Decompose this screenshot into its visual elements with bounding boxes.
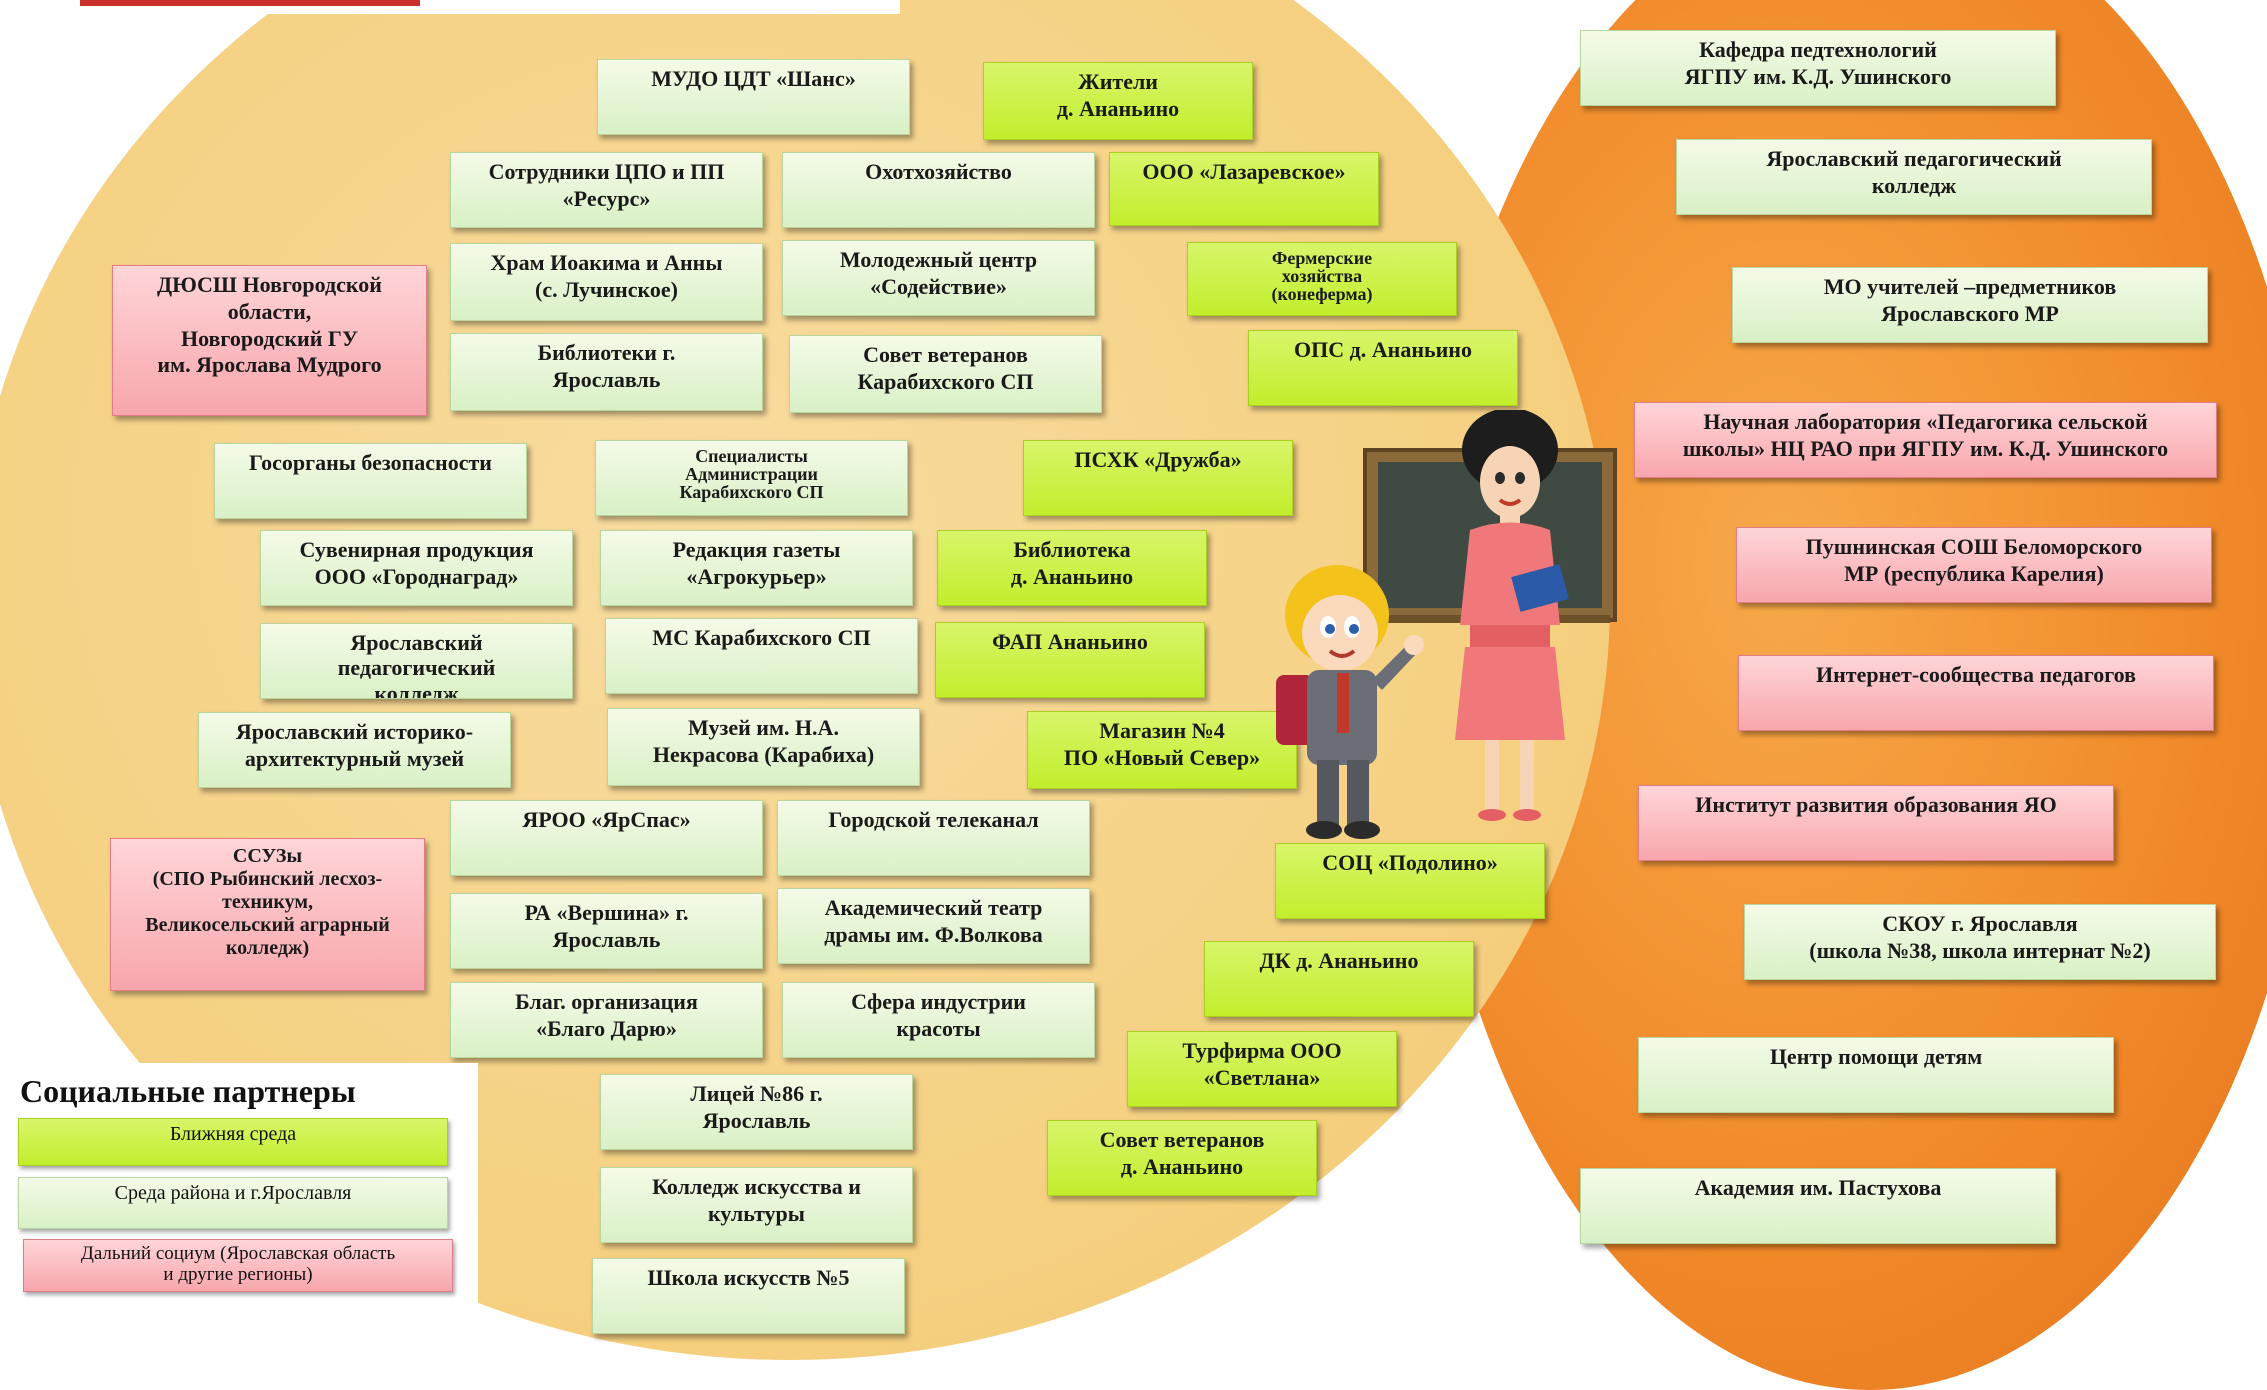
box-magazin: Магазин №4 ПО «Новый Север» — [1027, 711, 1297, 789]
box-gosorg: Госорганы безопасности — [214, 443, 527, 519]
box-spec: Специалисты Администрации Карабихского С… — [595, 440, 908, 516]
box-blag: Благ. организация «Благо Дарю» — [450, 982, 763, 1058]
box-zhiteli: Жители д. Ананьино — [983, 62, 1253, 140]
box-mo: МО учителей –предметников Ярославского М… — [1732, 267, 2208, 343]
box-centr: Центр помощи детям — [1638, 1037, 2114, 1113]
box-turf: Турфирма ООО «Светлана» — [1127, 1031, 1397, 1107]
schoolboy-waving-illustration — [1276, 565, 1424, 839]
box-ops: ОПС д. Ананьино — [1248, 330, 1518, 406]
box-akad: Академия им. Пастухова — [1580, 1168, 2056, 1244]
box-pshk: ПСХК «Дружба» — [1023, 440, 1293, 516]
box-mudo: МУДО ЦДТ «Шанс» — [597, 59, 910, 135]
box-bibl-yar: Библиотеки г. Ярославль — [450, 333, 763, 411]
legend-far: Дальний социум (Ярославская область и др… — [23, 1239, 453, 1292]
box-teleka: Городской телеканал — [777, 800, 1090, 876]
box-yar-ped-left: Ярославский педагогический колледж — [260, 623, 573, 699]
box-kolledzh-isk: Колледж искусства и культуры — [600, 1167, 913, 1243]
box-redak: Редакция газеты «Агрокурьер» — [600, 530, 913, 606]
box-dk: ДК д. Ананьино — [1204, 941, 1474, 1017]
box-sfera: Сфера индустрии красоты — [782, 982, 1095, 1058]
legend-title: Социальные партнеры — [20, 1073, 356, 1109]
top-banner-accent — [80, 0, 420, 6]
box-yaroo: ЯРОО «ЯрСпас» — [450, 800, 763, 876]
teacher-at-chalkboard-illustration — [1363, 410, 1617, 821]
box-nauch: Научная лаборатория «Педагогика сельской… — [1634, 402, 2217, 478]
box-bibl-an: Библиотека д. Ананьино — [937, 530, 1207, 606]
box-soc: СОЦ «Подолино» — [1275, 843, 1545, 919]
box-institut: Институт развития образования ЯО — [1638, 785, 2114, 861]
box-hram: Храм Иоакима и Анны (с. Лучинское) — [450, 243, 763, 321]
box-sovet-karab: Совет ветеранов Карабихского СП — [789, 335, 1102, 413]
legend: Социальные партнеры Ближняя среда Среда … — [8, 1063, 478, 1334]
legend-near: Ближняя среда — [18, 1118, 448, 1166]
box-sovet-an: Совет ветеранов д. Ананьино — [1047, 1120, 1317, 1196]
box-ms-karab: МС Карабихского СП — [605, 618, 918, 694]
box-skou: СКОУ г. Ярославля (школа №38, школа инте… — [1744, 904, 2216, 980]
box-molod: Молодежный центр «Содействие» — [782, 240, 1095, 316]
box-teatr: Академический театр драмы им. Ф.Волкова — [777, 888, 1090, 964]
box-fap: ФАП Ананьино — [935, 622, 1205, 698]
box-dyussh: ДЮСШ Новгородской области, Новгородский … — [112, 265, 427, 416]
box-ohot: Охотхозяйство — [782, 152, 1095, 228]
box-ssuz: ССУЗы (СПО Рыбинский лесхоз- техникум, В… — [110, 838, 425, 991]
legend-city: Среда района и г.Ярославля — [18, 1177, 448, 1229]
box-ooo-laz: ООО «Лазаревское» — [1109, 152, 1379, 226]
box-muzei-nekr: Музей им. Н.А. Некрасова (Карабиха) — [607, 708, 920, 786]
box-cpo: Сотрудники ЦПО и ПП «Ресурс» — [450, 152, 763, 228]
box-licei: Лицей №86 г. Ярославль — [600, 1074, 913, 1150]
box-suven: Сувенирная продукция ООО «Городнаград» — [260, 530, 573, 606]
box-internet: Интернет-сообщества педагогов — [1738, 655, 2214, 731]
box-yar-ped-right: Ярославский педагогический колледж — [1676, 139, 2152, 215]
box-muzei-ist: Ярославский историко- архитектурный музе… — [198, 712, 511, 788]
box-pushk: Пушнинская СОШ Беломорского МР (республи… — [1736, 527, 2212, 603]
box-ra: РА «Вершина» г. Ярославль — [450, 893, 763, 969]
box-shkola-isk: Школа искусств №5 — [592, 1258, 905, 1334]
box-kafedra: Кафедра педтехнологий ЯГПУ им. К.Д. Ушин… — [1580, 30, 2056, 106]
box-fermer: Фермерские хозяйства (конеферма) — [1187, 242, 1457, 316]
